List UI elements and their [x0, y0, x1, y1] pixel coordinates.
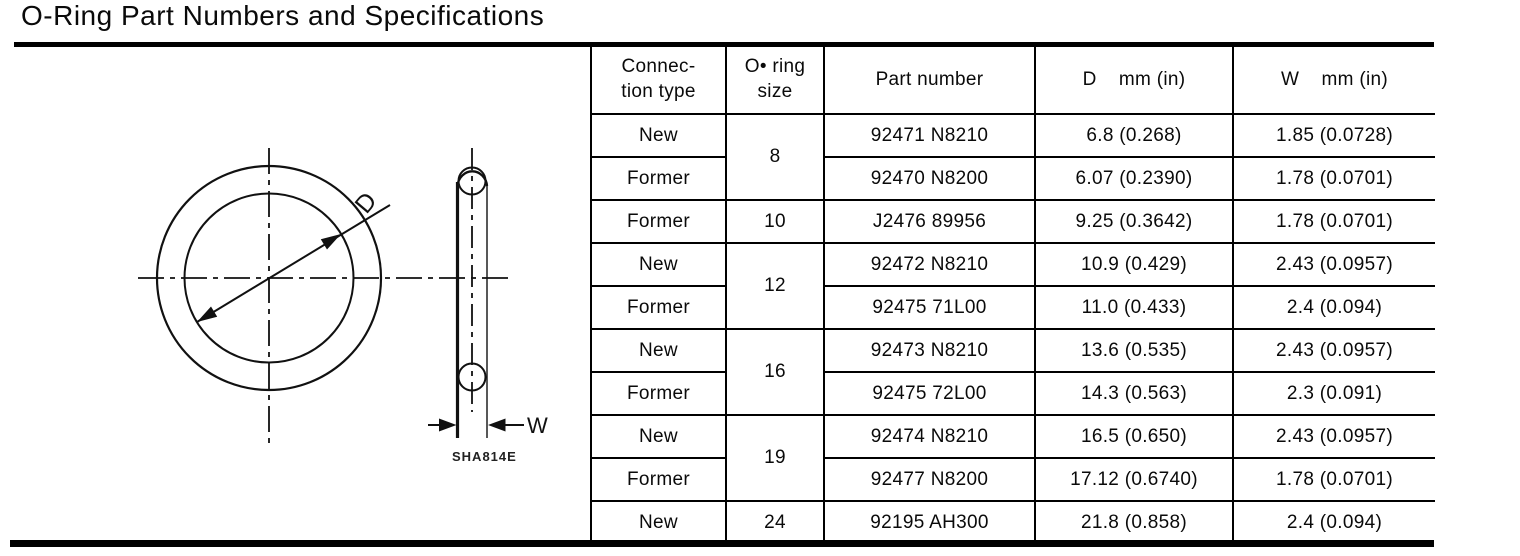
cell-w-value: 2.3 (0.091)	[1232, 371, 1435, 416]
cell-d-value: 11.0 (0.433)	[1034, 285, 1234, 330]
cell-d-value: 13.6 (0.535)	[1034, 328, 1234, 373]
cell-w-value: 2.43 (0.0957)	[1232, 328, 1435, 373]
cell-part-number: 92475 72L00	[823, 371, 1036, 416]
cell-connection-type: New	[590, 500, 727, 544]
table-row: Former 10 J2476 89956 9.25 (0.3642) 1.78…	[590, 199, 1435, 244]
header-d-mm: D mm (in)	[1034, 47, 1234, 115]
cell-w-value: 2.4 (0.094)	[1232, 500, 1435, 544]
cell-oring-size: 10	[725, 199, 825, 244]
cell-connection-type: New	[590, 242, 727, 287]
cell-d-value: 6.07 (0.2390)	[1034, 156, 1234, 201]
diameter-dimension-arrow	[196, 204, 391, 323]
cell-part-number: 92473 N8210	[823, 328, 1036, 373]
cell-oring-size: 19	[725, 414, 825, 502]
cell-d-value: 10.9 (0.429)	[1034, 242, 1234, 287]
bottom-rule	[10, 540, 1434, 547]
cross-section-bottom-circle	[457, 362, 487, 392]
cell-part-number: 92477 N8200	[823, 457, 1036, 502]
cross-section-top-circle	[457, 166, 487, 196]
table-row: Former 92477 N8200 17.12 (0.6740) 1.78 (…	[590, 457, 1435, 502]
cell-part-number: 92471 N8210	[823, 113, 1036, 158]
table-row: Former 92470 N8200 6.07 (0.2390) 1.78 (0…	[590, 156, 1435, 201]
cell-part-number: 92195 AH300	[823, 500, 1036, 544]
outer-circle	[155, 164, 383, 392]
width-dimension-arrows	[428, 418, 524, 432]
table-row: New 19 92474 N8210 16.5 (0.650) 2.43 (0.…	[590, 414, 1435, 502]
cell-w-value: 1.85 (0.0728)	[1232, 113, 1435, 158]
cell-connection-type: New	[590, 414, 727, 459]
cell-connection-type: Former	[590, 199, 727, 244]
diameter-label: D	[349, 187, 382, 219]
table-row: New 12 92472 N8210 10.9 (0.429) 2.43 (0.…	[590, 242, 1435, 330]
cell-w-value: 1.78 (0.0701)	[1232, 156, 1435, 201]
table-row: New 8 92471 N8210 6.8 (0.268) 1.85 (0.07…	[590, 113, 1435, 201]
header-connection-type: Connec- tion type	[590, 47, 727, 115]
table-row: Former 92475 71L00 11.0 (0.433) 2.4 (0.0…	[590, 285, 1435, 330]
cell-connection-type: Former	[590, 285, 727, 330]
cell-d-value: 21.8 (0.858)	[1034, 500, 1234, 544]
cell-part-number: 92470 N8200	[823, 156, 1036, 201]
cell-connection-type: New	[590, 113, 727, 158]
spec-table: Connec- tion type O• ring size Part numb…	[590, 47, 1435, 544]
cell-oring-size: 12	[725, 242, 825, 330]
cell-d-value: 14.3 (0.563)	[1034, 371, 1234, 416]
cell-connection-type: Former	[590, 457, 727, 502]
table-row: New 24 92195 AH300 21.8 (0.858) 2.4 (0.0…	[590, 500, 1435, 544]
cell-d-value: 16.5 (0.650)	[1034, 414, 1234, 459]
header-oring-size: O• ring size	[725, 47, 825, 115]
width-label: W	[527, 413, 548, 438]
cell-w-value: 1.78 (0.0701)	[1232, 457, 1435, 502]
cell-w-value: 2.43 (0.0957)	[1232, 242, 1435, 287]
cell-w-value: 1.78 (0.0701)	[1232, 199, 1435, 244]
cell-oring-size: 24	[725, 500, 825, 544]
header-part-number: Part number	[823, 47, 1036, 115]
cell-part-number: 92475 71L00	[823, 285, 1036, 330]
cell-d-value: 17.12 (0.6740)	[1034, 457, 1234, 502]
cell-part-number: 92472 N8210	[823, 242, 1036, 287]
oring-diagram: D W SHA814E	[138, 148, 548, 464]
table-row: New 16 92473 N8210 13.6 (0.535) 2.43 (0.…	[590, 328, 1435, 416]
header-w-mm: W mm (in)	[1232, 47, 1435, 115]
cell-connection-type: Former	[590, 156, 727, 201]
cell-oring-size: 16	[725, 328, 825, 416]
cell-d-value: 6.8 (0.268)	[1034, 113, 1234, 158]
table-header-row: Connec- tion type O• ring size Part numb…	[590, 47, 1435, 115]
cell-w-value: 2.43 (0.0957)	[1232, 414, 1435, 459]
title-rule	[14, 42, 1434, 47]
cell-part-number: 92474 N8210	[823, 414, 1036, 459]
oring-side-view: W	[428, 148, 548, 438]
cell-connection-type: Former	[590, 371, 727, 416]
cell-d-value: 9.25 (0.3642)	[1034, 199, 1234, 244]
cell-oring-size: 8	[725, 113, 825, 201]
table-row: Former 92475 72L00 14.3 (0.563) 2.3 (0.0…	[590, 371, 1435, 416]
inner-circle	[183, 192, 355, 364]
cell-w-value: 2.4 (0.094)	[1232, 285, 1435, 330]
page-title: O-Ring Part Numbers and Specifications	[21, 0, 545, 31]
cell-part-number: J2476 89956	[823, 199, 1036, 244]
figure-code: SHA814E	[452, 449, 517, 464]
cell-connection-type: New	[590, 328, 727, 373]
